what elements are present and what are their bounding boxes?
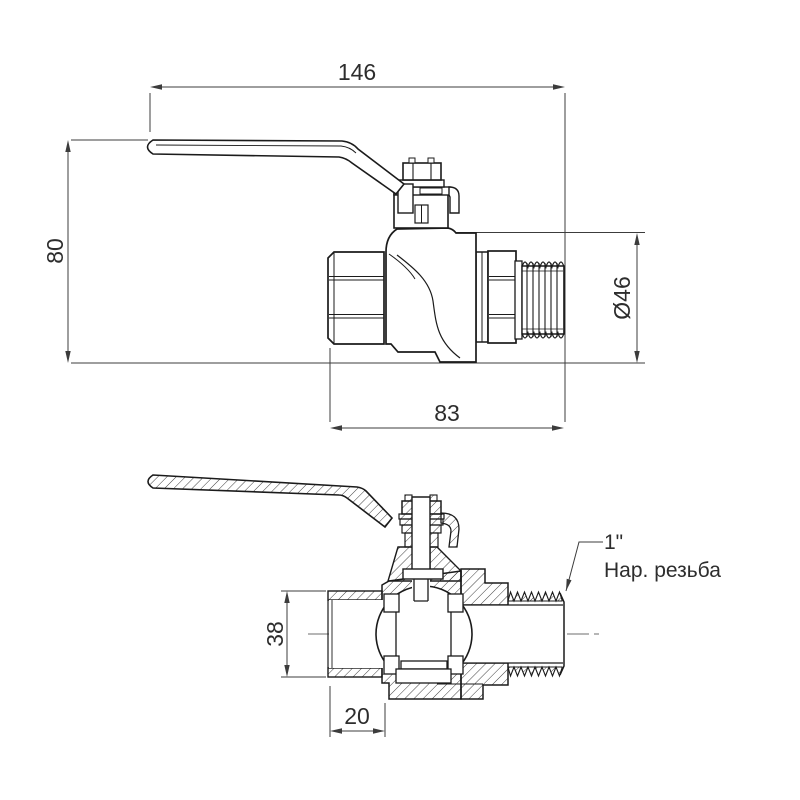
hex-nut-right [487, 250, 517, 344]
female-wall-top [327, 590, 383, 601]
valve-body-center [385, 227, 477, 363]
male-thread [521, 261, 565, 339]
callout-thread-type: Нар. резьба [604, 559, 721, 582]
bottom-view: 38 20 1" Нар. резьба [147, 474, 721, 737]
section-internals [327, 496, 565, 685]
dim-body-length: 83 [434, 400, 460, 426]
thread-teeth-top [507, 590, 563, 603]
stem-flange [402, 568, 444, 580]
valve-top-view-body [146, 139, 565, 363]
stem-nut [402, 162, 442, 181]
dim-overall-height: 80 [42, 238, 68, 264]
seat-top-right [447, 593, 464, 613]
thread-teeth-bottom [507, 665, 563, 678]
handle-section [147, 474, 394, 529]
top-view: 146 80 Ø46 83 [42, 59, 645, 431]
female-wall-bottom [327, 667, 383, 678]
seat-bottom-left [383, 655, 400, 675]
valve-handle [146, 139, 406, 196]
leader-line [565, 541, 603, 592]
handle-tab [397, 183, 414, 214]
stem-assembly [393, 157, 460, 229]
seat-top-left [383, 593, 400, 613]
handle-hook [448, 186, 460, 214]
thread-groove [514, 260, 523, 340]
bottom-view-dimension-lines [281, 541, 603, 737]
dim-thread-engagement: 20 [344, 703, 370, 729]
seat-retainer [400, 660, 448, 670]
dim-bore-diameter: 38 [262, 621, 288, 647]
top-view-dimension-lines [65, 84, 640, 431]
dim-outer-diameter: Ø46 [609, 276, 635, 319]
hook-section [440, 512, 460, 548]
top-view-extension-lines [71, 93, 645, 422]
callout-thread-size: 1" [604, 531, 623, 554]
thread-end-face [559, 592, 565, 676]
seat-bottom-right [447, 655, 464, 675]
dim-overall-length: 146 [338, 59, 376, 85]
hex-nut-left [327, 251, 385, 345]
